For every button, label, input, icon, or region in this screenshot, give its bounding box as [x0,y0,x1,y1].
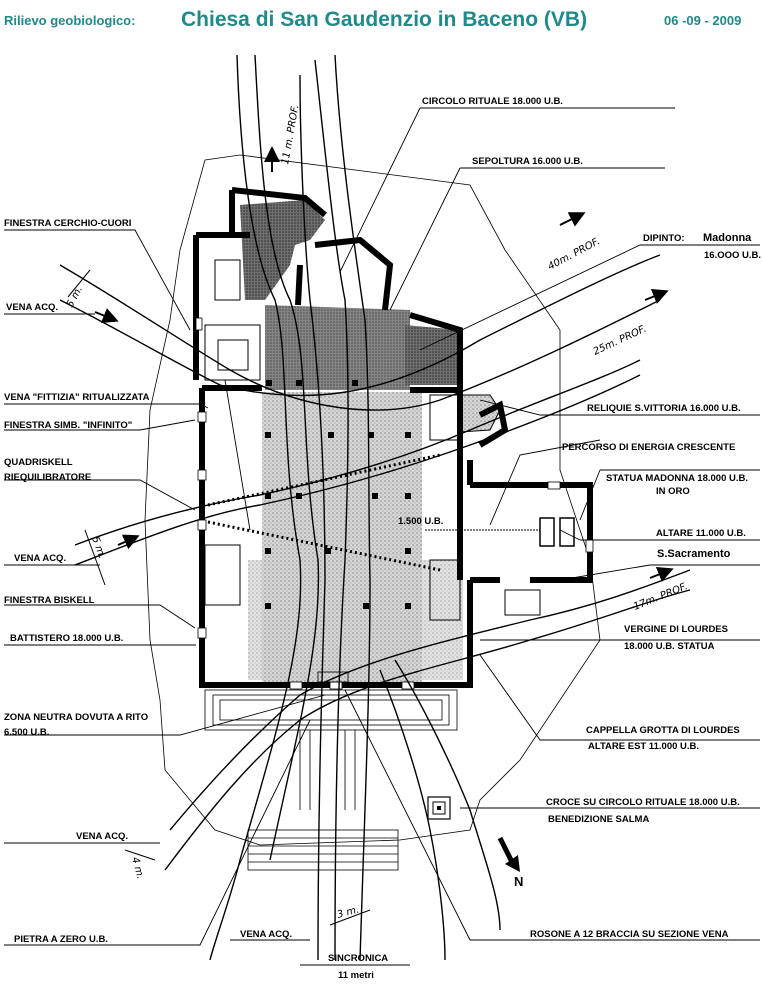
width-4m: 4 m. [129,856,145,881]
label-rosone: ROSONE A 12 BRACCIA SU SEZIONE VENA [530,929,729,940]
label-finestra-biskell: FINESTRA BISKELL [4,595,95,606]
depth-25m: 25m. PROF. [592,324,649,358]
leader-lines [4,107,760,966]
label-sincronica: SINCRONICA [328,953,388,964]
label-vergine-ub: 18.000 U.B. STATUA [624,641,715,652]
label-cappella: CAPPELLA GROTTA DI LOURDES [586,725,740,736]
label-finestra-cerchio: FINESTRA CERCHIO-CUORI [4,218,131,229]
label-center-ub: 1.500 U.B. [398,516,443,527]
label-zona-ub: 6.500 U.B. [4,727,49,738]
windows [195,317,594,690]
label-benedizione: BENEDIZIONE SALMA [548,814,649,825]
label-quadriskell: QUADRISKELL [4,457,73,468]
width-markers [67,269,371,926]
north-arrow [497,836,520,872]
width-5m-a: 5 m. [65,284,85,309]
header-subtitle: Rilievo geobiologico: [4,13,136,28]
label-vergine: VERGINE DI LOURDES [624,624,728,635]
label-vena-1: VENA ACQ. [6,302,58,313]
main-altar [539,517,575,547]
entrance-steps [204,671,458,871]
cross-circle-marker [427,796,451,820]
label-vena-2: VENA ACQ. [14,553,66,564]
label-s-sacramento: S.Sacramento [657,548,731,560]
label-percorso: PERCORSO DI ENERGIA CRESCENTE [562,442,735,453]
label-sepoltura: SEPOLTURA 16.000 U.B. [472,156,583,167]
label-in-oro: IN ORO [656,486,690,497]
label-vena-3: VENA ACQ. [76,831,128,842]
interior-lines [204,259,541,621]
label-zona-neutra: ZONA NEUTRA DOVUTA A RITO [4,712,148,723]
label-riequilibratore: RIEQUILIBRATORE [4,472,91,483]
label-statua-madonna: STATUA MADONNA 18.000 U.B. [606,473,748,484]
site-boundary [144,154,601,846]
chapel-dark [405,325,460,385]
depth-17m: 17m. PROF. [632,581,689,613]
water-veins [59,54,691,961]
apse-dark-area [240,200,325,300]
label-dipinto: DIPINTO: [643,233,685,244]
label-altare: ALTARE 11.000 U.B. [656,528,746,539]
label-battistero: BATTISTERO 18.000 U.B. [10,633,123,644]
label-circolo-rituale: CIRCOLO RITUALE 18.000 U.B. [422,96,563,107]
label-finestra-infinito: FINESTRA SIMB. "INFINITO" [4,420,132,431]
label-reliquie: RELIQUIE S.VITTORIA 16.000 U.B. [587,403,741,414]
north-label: N [514,874,523,889]
label-madonna: Madonna [703,232,752,244]
label-11-metri: 11 metri [338,970,374,981]
presbytery-shaded [265,305,410,390]
label-vena-4: VENA ACQ. [240,929,292,940]
label-vena-fittizia: VENA "FITTIZIA" RITUALIZZATA [4,392,150,403]
label-croce: CROCE SU CIRCOLO RITUALE 18.000 U.B. [546,797,740,808]
label-altare-est: ALTARE EST 11.000 U.B. [588,741,699,752]
page-title: Chiesa di San Gaudenzio in Baceno (VB) [181,8,588,31]
direction-arrows [94,146,674,582]
nave-lower-floor [248,560,463,680]
label-madonna-ub: 16.OOO U.B. [704,250,761,261]
depth-11m: 11 m. PROF. [280,104,301,165]
survey-date: 06 -09 - 2009 [664,13,742,28]
label-pietra: PIETRA A ZERO U.B. [14,934,108,945]
